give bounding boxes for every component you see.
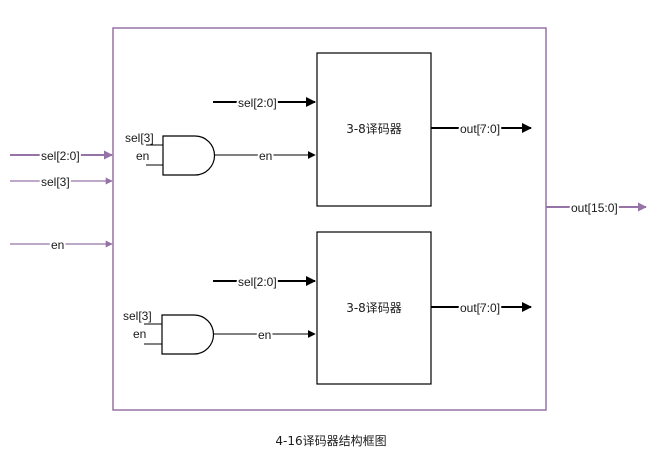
input-sel-high-label: sel[3] (41, 175, 70, 189)
decoder-group-lower: sel[2:0] 3-8译码器 out[7:0] sel[3] en en (123, 231, 532, 385)
lower-decoder-label: 3-8译码器 (346, 301, 402, 315)
upper-gate-in-a-label: sel[3] (125, 131, 154, 145)
upper-out-label: out[7:0] (460, 122, 500, 136)
outer-frame (112, 27, 547, 411)
input-sel-low-label: sel[2:0] (41, 149, 80, 163)
lower-out-label: out[7:0] (460, 301, 500, 315)
lower-sel-label: sel[2:0] (238, 275, 277, 289)
lower-and-gate (161, 314, 215, 355)
upper-en-label: en (259, 149, 272, 163)
lower-decoder-box (316, 231, 432, 385)
upper-decoder-label: 3-8译码器 (346, 122, 402, 136)
upper-gate-in-b-label: en (136, 149, 149, 163)
lower-gate-in-b-label: en (133, 327, 146, 341)
diagram-caption: 4-16译码器结构框图 (275, 433, 386, 448)
upper-and-gate (162, 135, 216, 176)
output-label: out[15:0] (571, 201, 618, 215)
upper-decoder-box (316, 52, 432, 207)
lower-gate-in-a-label: sel[3] (123, 309, 152, 323)
upper-sel-label: sel[2:0] (238, 96, 277, 110)
lower-en-label: en (258, 328, 271, 342)
decoder-group-upper: sel[2:0] 3-8译码器 out[7:0] sel[3] en en (125, 52, 532, 207)
input-en-label: en (51, 238, 64, 252)
